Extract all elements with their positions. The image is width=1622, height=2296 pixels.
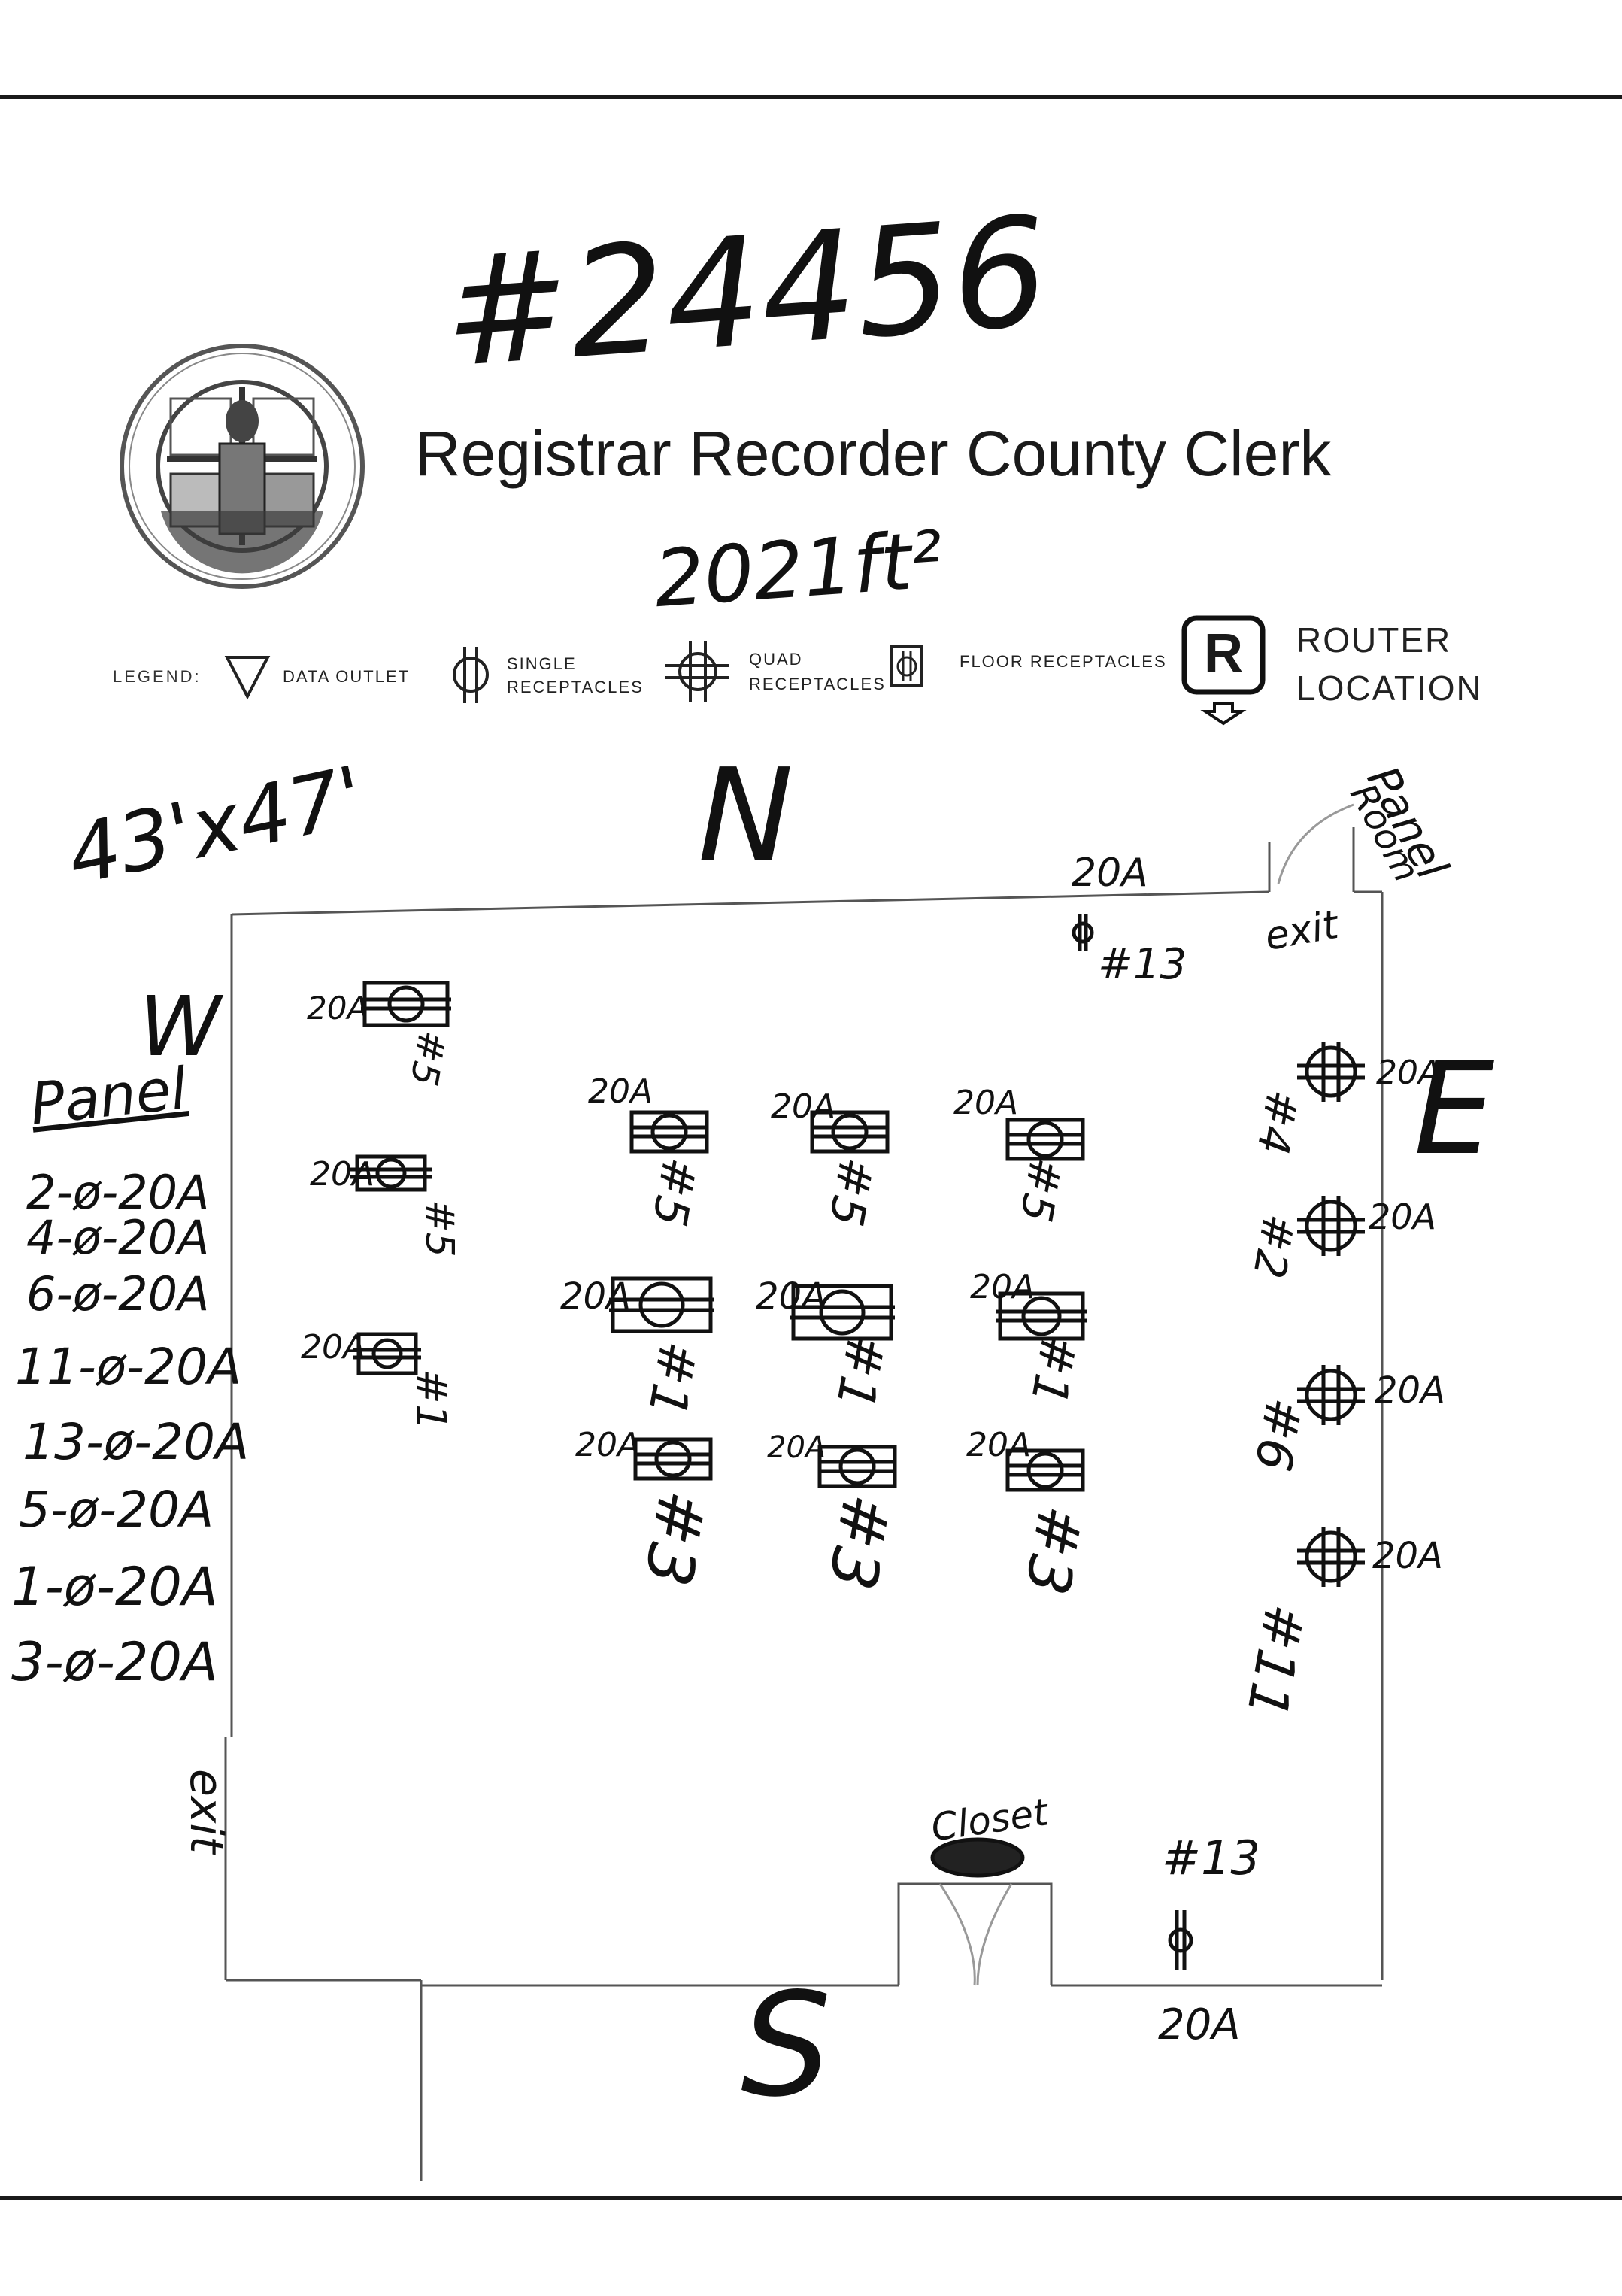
job-number: #24456 bbox=[438, 184, 1054, 402]
panel-room-door-swing bbox=[1277, 803, 1354, 884]
floor-receptacle-amp: 20A bbox=[560, 1275, 631, 1318]
west-receptacle-amp: 20A bbox=[307, 990, 369, 1027]
single-receptacle-icon bbox=[453, 647, 489, 703]
east-receptacle-circuit: #2 bbox=[1243, 1210, 1305, 1283]
floor-receptacle-circuit: #1 bbox=[635, 1336, 708, 1421]
floor-receptacle-circuit: #3 bbox=[1011, 1500, 1096, 1600]
legend-floor-receptacles: FLOOR RECEPTACLES bbox=[960, 652, 1167, 671]
bottom-border-line bbox=[0, 2196, 1622, 2200]
east-receptacle-amp: 20A bbox=[1375, 1369, 1445, 1412]
south-wall-left bbox=[226, 1979, 423, 2181]
south-receptacle-amp: 20A bbox=[1158, 2000, 1241, 2049]
floor-receptacle-circuit: #3 bbox=[813, 1488, 904, 1596]
floor-receptacle-amp: 20A bbox=[588, 1072, 653, 1111]
seal-icon bbox=[120, 344, 365, 589]
west-receptacle-circuit: #5 bbox=[417, 1200, 462, 1257]
floor-receptacle-circuit: #5 bbox=[641, 1153, 708, 1231]
legend-data-outlet: DATA OUTLET bbox=[283, 667, 411, 686]
east-receptacle-circuit: #11 bbox=[1234, 1599, 1317, 1723]
legend-router-line2: LOCATION bbox=[1296, 669, 1483, 708]
single-receptacle-icon bbox=[1168, 1910, 1193, 1970]
south-receptacle-circuit: #13 bbox=[1162, 1830, 1260, 1885]
panel-row: 11-ø-20A bbox=[15, 1338, 242, 1396]
quad-receptacle-icon bbox=[665, 641, 729, 702]
quad-receptacle-icon bbox=[1297, 1527, 1365, 1587]
floor-receptacle-amp: 20A bbox=[767, 1430, 826, 1465]
north-receptacle-circuit: #13 bbox=[1098, 940, 1187, 989]
single-receptacle-icon bbox=[1072, 914, 1094, 951]
panel-row: 13-ø-20A bbox=[23, 1413, 250, 1471]
east-receptacle-circuit: #6 bbox=[1243, 1393, 1313, 1476]
floor-receptacle-amp: 20A bbox=[966, 1426, 1032, 1464]
area-label: 2021ft² bbox=[651, 513, 946, 626]
compass-west: W bbox=[139, 978, 221, 1075]
floor-receptacle-circuit: #1 bbox=[823, 1329, 896, 1414]
triangle-data-outlet-icon bbox=[224, 656, 271, 700]
panel-row: 4-ø-20A bbox=[26, 1210, 210, 1265]
east-receptacle-amp: 20A bbox=[1372, 1535, 1443, 1577]
north-receptacle-amp: 20A bbox=[1072, 851, 1148, 896]
legend-single-receptacles: SINGLE RECEPTACLES bbox=[507, 654, 644, 696]
compass-north: N bbox=[698, 742, 794, 890]
floor-receptacle-amp: 20A bbox=[970, 1268, 1035, 1306]
closet-door-swing bbox=[938, 1883, 1013, 1986]
floor-receptacle-amp: 20A bbox=[575, 1426, 641, 1464]
west-receptacle-circuit: #5 bbox=[402, 1027, 454, 1090]
east-receptacle-amp: 20A bbox=[1376, 1054, 1442, 1092]
east-receptacle-circuit: #4 bbox=[1247, 1086, 1308, 1159]
floor-receptacle-icon bbox=[1005, 1118, 1085, 1161]
floor-receptacle-amp: 20A bbox=[756, 1275, 826, 1318]
compass-south: S bbox=[741, 1962, 832, 2128]
compass-east: E bbox=[1414, 1035, 1495, 1184]
top-border-line bbox=[0, 95, 1622, 99]
floor-receptacle-circuit: #5 bbox=[1010, 1154, 1072, 1227]
room-dimensions: 43'x47' bbox=[59, 748, 372, 904]
exit-west-label: exit bbox=[180, 1769, 232, 1854]
panel-row: 5-ø-20A bbox=[19, 1481, 214, 1539]
panel-row: 1-ø-20A bbox=[11, 1556, 218, 1618]
page-title: Registrar Recorder County Clerk bbox=[415, 418, 1332, 489]
floor-receptacle-icon bbox=[629, 1110, 709, 1154]
closet-walls bbox=[897, 1882, 1053, 1985]
router-letter: R bbox=[1204, 623, 1243, 684]
floor-receptacle-circuit: #5 bbox=[818, 1153, 884, 1231]
legend-label: LEGEND: bbox=[113, 667, 202, 686]
panel-schedule-heading: Panel bbox=[26, 1054, 190, 1138]
quad-receptacle-icon bbox=[1297, 1042, 1365, 1102]
floor-receptacle-icon bbox=[817, 1445, 897, 1488]
west-receptacle-amp: 20A bbox=[301, 1328, 366, 1366]
floor-receptacle-circuit: #1 bbox=[1019, 1330, 1087, 1409]
panel-row: 2-ø-20A bbox=[26, 1165, 210, 1220]
floor-receptacle-icon bbox=[890, 645, 923, 687]
floor-receptacle-circuit: #3 bbox=[629, 1484, 720, 1592]
quad-receptacle-icon bbox=[1297, 1196, 1365, 1256]
floor-receptacle-icon bbox=[633, 1437, 713, 1481]
west-receptacle-amp: 20A bbox=[310, 1155, 375, 1193]
floor-receptacle-amp: 20A bbox=[953, 1084, 1019, 1122]
east-receptacle-amp: 20A bbox=[1369, 1197, 1437, 1237]
west-receptacle-circuit: #1 bbox=[406, 1369, 455, 1431]
panel-row: 3-ø-20A bbox=[11, 1631, 218, 1693]
exit-east-label: exit bbox=[1261, 902, 1342, 960]
legend-router-line1: ROUTER bbox=[1296, 620, 1452, 660]
floor-receptacle-icon bbox=[361, 981, 451, 1027]
floor-receptacle-amp: 20A bbox=[771, 1087, 836, 1126]
legend-quad-receptacles: QUAD RECEPTACLES bbox=[749, 650, 886, 693]
panel-row: 6-ø-20A bbox=[26, 1266, 210, 1321]
closet-label: Closet bbox=[928, 1790, 1051, 1850]
